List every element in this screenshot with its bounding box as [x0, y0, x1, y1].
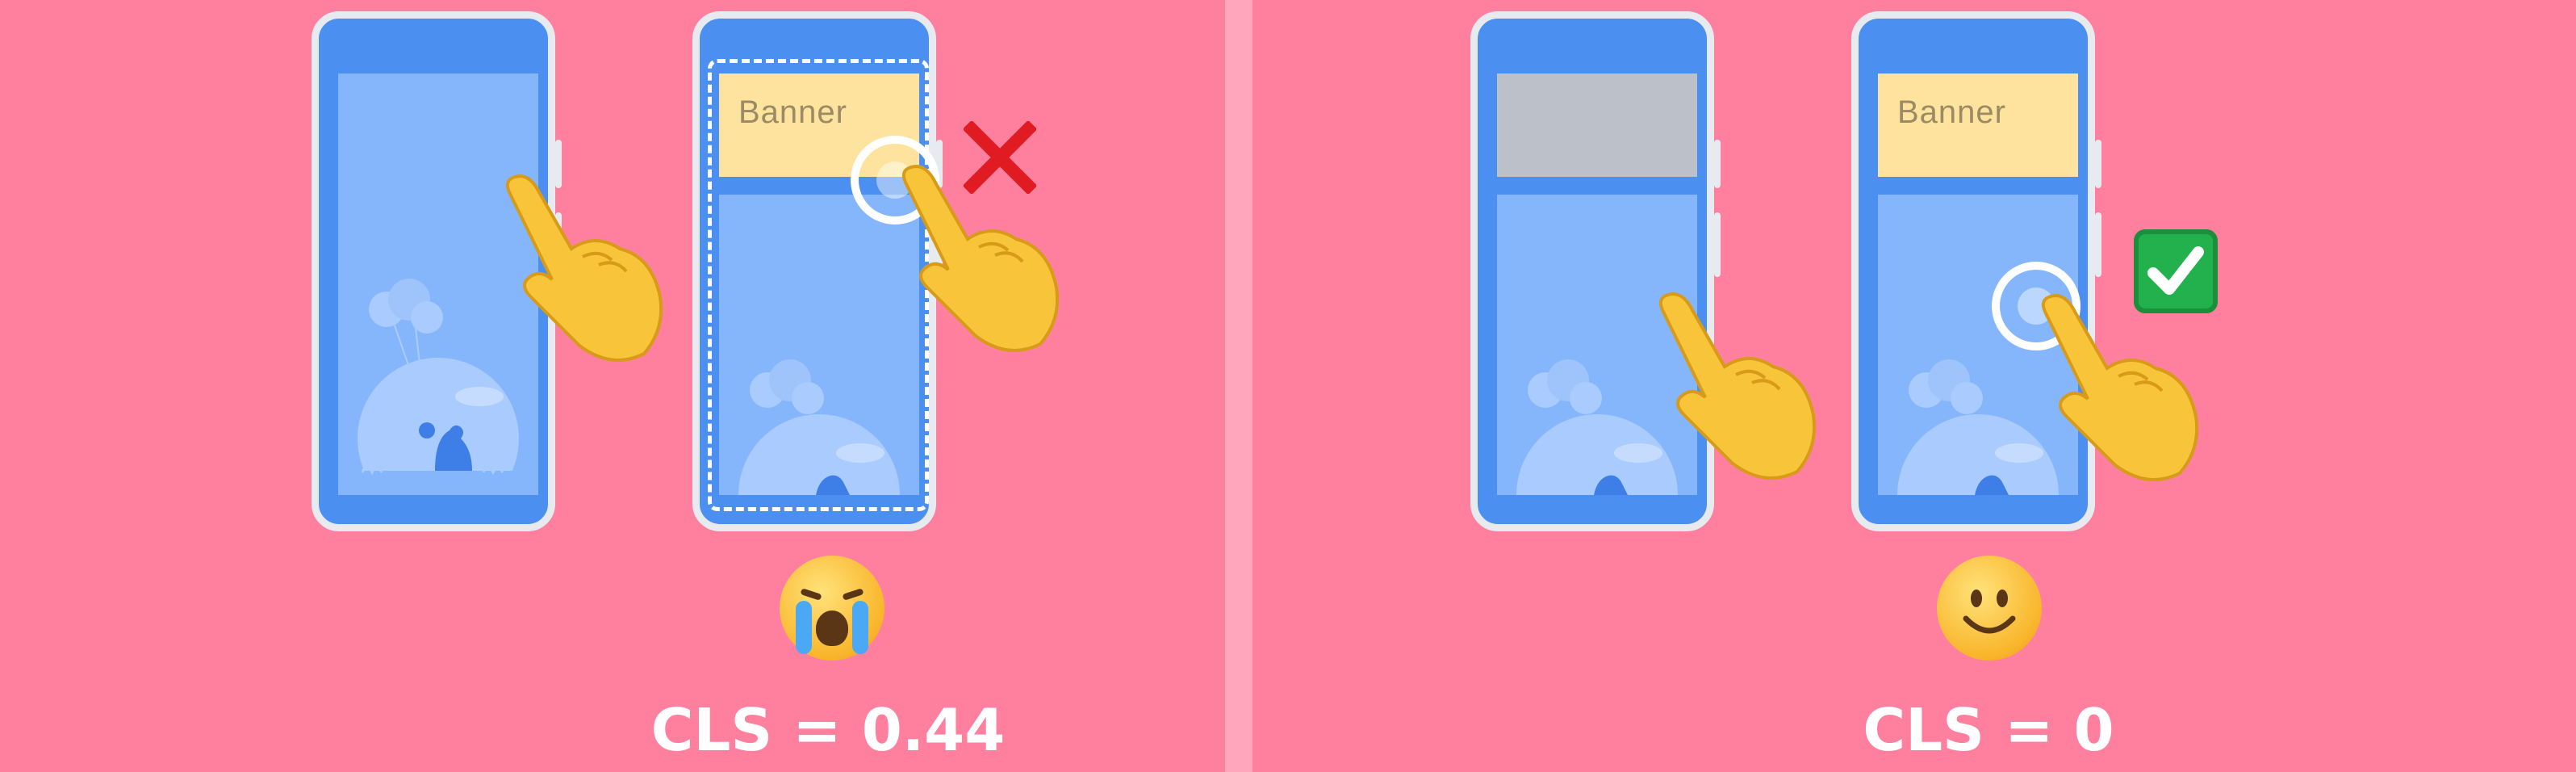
smiling-face-icon	[1937, 556, 2042, 661]
phone-screen-shifted	[719, 195, 919, 495]
banner-placeholder	[1497, 73, 1697, 177]
phone-banner-loaded: Banner	[1851, 11, 2101, 531]
phone-screen[interactable]	[1878, 195, 2078, 495]
green-check-icon	[2134, 229, 2218, 313]
balloon-dog-illustration	[1897, 359, 2059, 495]
phone-screen	[1497, 195, 1697, 495]
phone-before	[312, 11, 562, 531]
pointing-hand-icon	[902, 164, 1060, 352]
ad-banner[interactable]: Banner	[719, 73, 919, 177]
pointing-hand-icon	[2042, 293, 2199, 481]
balloon-dog-illustration	[338, 279, 538, 495]
phone-side-button	[555, 140, 562, 188]
phone-after-shift: Banner	[692, 11, 943, 531]
right-panel-reserved-space: Banner CLS = 0	[1252, 0, 2478, 772]
ad-banner[interactable]: Banner	[1878, 73, 2078, 177]
crying-face-icon	[780, 556, 884, 661]
pointing-hand-icon	[1659, 292, 1817, 480]
cls-score-good: CLS = 0	[1863, 696, 2114, 764]
balloon-dog-illustration	[738, 359, 900, 495]
phone-side-button	[1714, 140, 1721, 188]
phone-side-button	[936, 140, 943, 188]
phone-side-button	[2095, 212, 2101, 277]
panel-divider	[1225, 0, 1252, 772]
red-cross-icon	[964, 121, 1036, 194]
phone-side-button	[1714, 212, 1721, 277]
pointing-hand-icon	[506, 174, 663, 362]
phone-screen	[338, 73, 538, 495]
left-panel-bad-layout-shift: Banner CLS = 0.44	[0, 0, 1225, 772]
phone-with-placeholder	[1470, 11, 1721, 531]
balloon-dog-illustration	[1516, 359, 1678, 495]
phone-side-button	[2095, 140, 2101, 188]
cls-score-bad: CLS = 0.44	[650, 696, 1006, 764]
